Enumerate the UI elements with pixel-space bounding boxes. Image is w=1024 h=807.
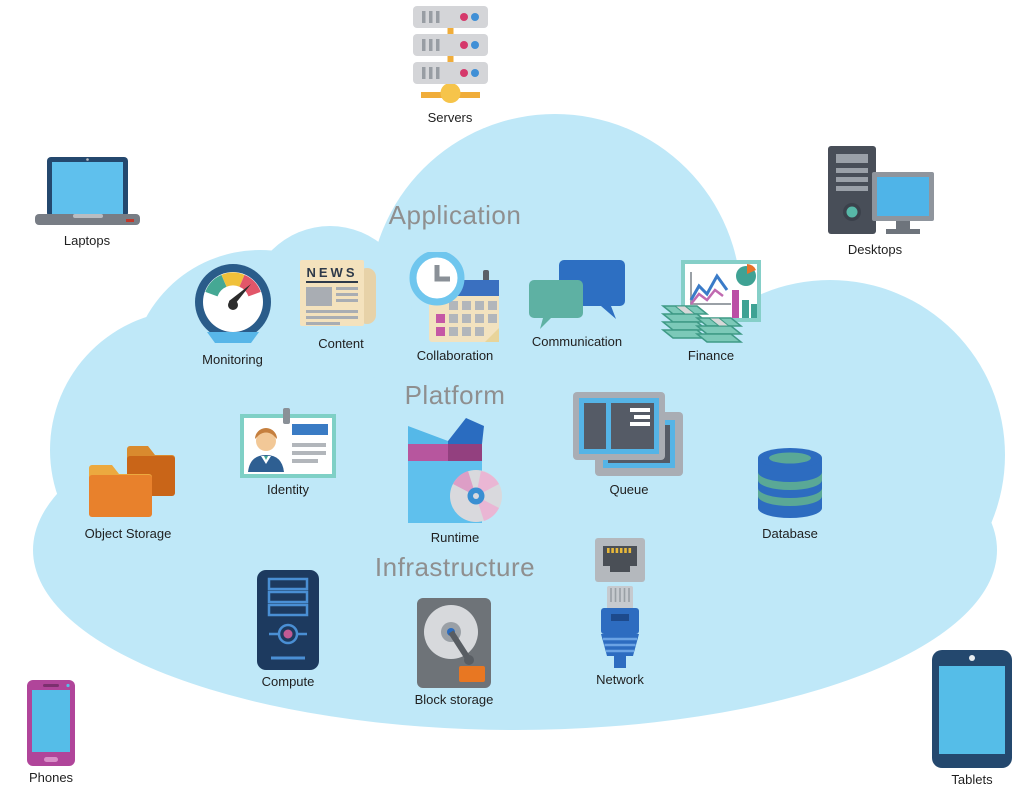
platform-queue: Queue <box>570 392 688 496</box>
app-communication: Communication <box>522 260 632 348</box>
tablet-icon <box>932 650 1012 768</box>
app-collaboration: Collaboration <box>407 252 503 362</box>
infra-network: Network <box>585 538 655 686</box>
platform-object-storage: Object Storage <box>76 442 180 540</box>
item-label: Content <box>318 336 364 351</box>
ethernet-icon <box>595 538 645 668</box>
database-icon <box>758 448 822 518</box>
item-label: Collaboration <box>416 348 494 363</box>
item-label: Identity <box>267 482 309 497</box>
item-label: Block storage <box>414 692 494 707</box>
id-card-icon <box>240 408 336 478</box>
app-monitoring: Monitoring <box>190 262 275 366</box>
software-box-disc-icon <box>408 418 502 523</box>
platform-identity: Identity <box>238 408 338 496</box>
news-text: NEWS <box>307 265 358 280</box>
device-laptops: Laptops <box>25 157 149 247</box>
infra-block-storage: Block storage <box>406 598 502 706</box>
finance-charts-icon <box>661 260 761 343</box>
item-label: Communication <box>531 334 623 349</box>
item-label: Runtime <box>430 530 480 545</box>
device-label: Desktops <box>847 242 903 257</box>
item-label: Finance <box>687 348 735 363</box>
item-label: Monitoring <box>202 352 263 367</box>
item-label: Compute <box>261 674 315 689</box>
laptop-icon <box>34 157 140 225</box>
speech-bubbles-icon <box>529 260 625 329</box>
gauge-icon <box>194 264 271 343</box>
app-content: NEWS Content <box>300 256 382 350</box>
item-label: Object Storage <box>84 526 172 541</box>
item-label: Network <box>596 672 644 687</box>
servers-icon <box>412 6 488 103</box>
calendar-clock-icon <box>409 252 499 342</box>
section-platform: Platform <box>404 380 506 410</box>
newspaper-icon: NEWS <box>300 260 376 326</box>
queue-cards-icon <box>573 392 683 476</box>
item-label: Queue <box>609 482 649 497</box>
device-label: Phones <box>28 770 74 785</box>
device-label: Laptops <box>63 233 111 248</box>
device-label: Tablets <box>951 772 993 787</box>
folders-icon <box>89 446 175 517</box>
infra-compute: Compute <box>254 570 322 688</box>
hard-drive-icon <box>417 598 491 688</box>
app-finance: Finance <box>660 260 762 362</box>
compute-tower-icon <box>257 570 319 670</box>
device-label: Servers <box>427 110 473 125</box>
phone-icon <box>27 680 75 766</box>
platform-runtime: Runtime <box>402 414 508 544</box>
device-phones: Phones <box>12 680 90 784</box>
device-desktops: Desktops <box>814 146 936 256</box>
section-application: Application <box>388 200 522 230</box>
desktop-icon <box>828 146 934 234</box>
device-servers: Servers <box>395 6 505 124</box>
platform-database: Database <box>748 444 832 540</box>
item-label: Database <box>762 526 818 541</box>
device-tablets: Tablets <box>928 650 1016 786</box>
section-infrastructure: Infrastructure <box>374 552 536 582</box>
